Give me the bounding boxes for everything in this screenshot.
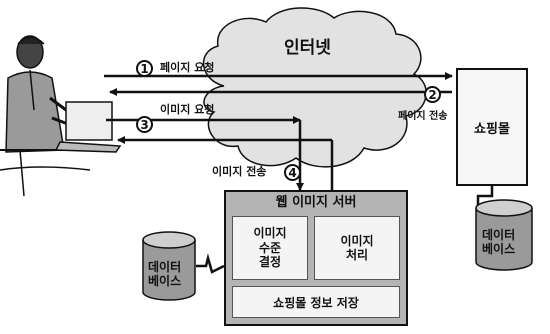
image-level-decision-box: 이미지 수준 결정 — [232, 216, 308, 280]
image-request-label: 이미지 요청 — [160, 103, 215, 116]
web-image-server-title: 웹 이미지 서버 — [275, 195, 357, 210]
page-request-label: 페이지 요청 — [160, 61, 215, 74]
database-right-label: 데이터 베이스 — [482, 228, 516, 257]
step-2-badge: 2 — [424, 86, 441, 103]
database-left-label: 데이터 베이스 — [148, 260, 182, 289]
internet-cloud — [202, 7, 427, 168]
image-processing-box: 이미지 처리 — [314, 216, 400, 280]
database-left — [142, 231, 196, 301]
link-server-to-db — [196, 253, 225, 274]
database-right — [475, 199, 533, 271]
step-3-badge: 3 — [136, 116, 153, 133]
step-1-badge: 1 — [136, 60, 153, 77]
shopping-mall-box: 쇼핑몰 — [456, 68, 528, 186]
image-transfer-label: 이미지 전송 — [212, 165, 267, 178]
web-image-server: 웹 이미지 서버 이미지 수준 결정 이미지 처리 쇼핑몰 정보 저장 — [224, 190, 408, 326]
store-info-box: 쇼핑몰 정보 저장 — [232, 286, 400, 318]
internet-label: 인터넷 — [284, 38, 331, 58]
user-at-computer-icon — [0, 35, 122, 197]
step-4-badge: 4 — [284, 164, 301, 181]
page-transfer-label: 페이지 전송 — [398, 111, 448, 122]
